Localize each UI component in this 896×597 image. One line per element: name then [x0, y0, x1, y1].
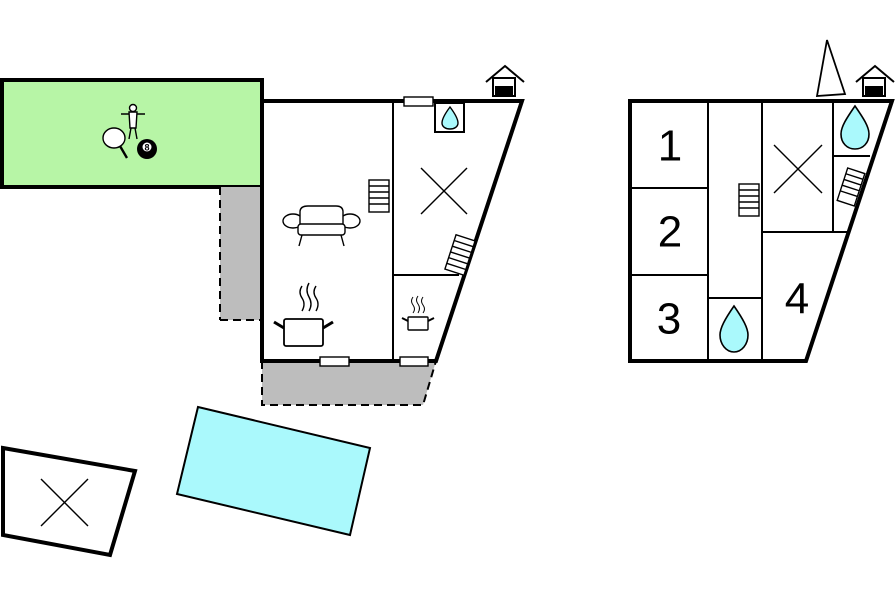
side-terrace[interactable]: [220, 187, 262, 320]
stairs-icon: [836, 167, 866, 207]
stairs-icon: [444, 233, 476, 277]
foosball-icon: [121, 103, 145, 140]
ping-pong-icon: [102, 127, 129, 159]
water-drop-icon: [840, 104, 870, 150]
north-arrow-icon: [815, 39, 847, 97]
swimming-pool[interactable]: [175, 405, 372, 537]
window-bottom-right: [399, 356, 429, 367]
games-icon-group: 8: [102, 103, 157, 159]
water-drop-icon: [719, 304, 749, 353]
sofa-icon: [282, 205, 361, 247]
ground-floor: 8: [0, 64, 525, 406]
billiard-ball-icon: 8: [137, 139, 157, 159]
room-number-1: 1: [658, 122, 682, 171]
window-bottom-left: [319, 356, 350, 367]
front-terrace[interactable]: [262, 361, 436, 405]
room-number-3: 3: [657, 295, 681, 344]
cooking-pot-icon: [273, 282, 334, 347]
bed-cross-icon: [773, 144, 823, 194]
room-number-2: 2: [658, 208, 682, 257]
stairs-icon: [738, 183, 760, 217]
window-top: [403, 96, 434, 107]
shower-room[interactable]: [434, 102, 465, 133]
water-drop-icon: [441, 105, 459, 130]
garden-games-area[interactable]: [0, 78, 264, 189]
house-entrance-icon: [855, 64, 895, 97]
cooking-pot-icon: [401, 295, 435, 331]
bed-cross-icon: [420, 167, 468, 215]
bed-cross-icon: [40, 478, 89, 527]
billiard-ball-number: 8: [144, 143, 149, 153]
outbuilding[interactable]: [1, 445, 138, 558]
stairs-icon: [368, 179, 390, 213]
room-number-4: 4: [785, 275, 809, 324]
upper-floor: 1 2 3 4: [628, 39, 895, 363]
house-entrance-icon: [485, 64, 525, 97]
